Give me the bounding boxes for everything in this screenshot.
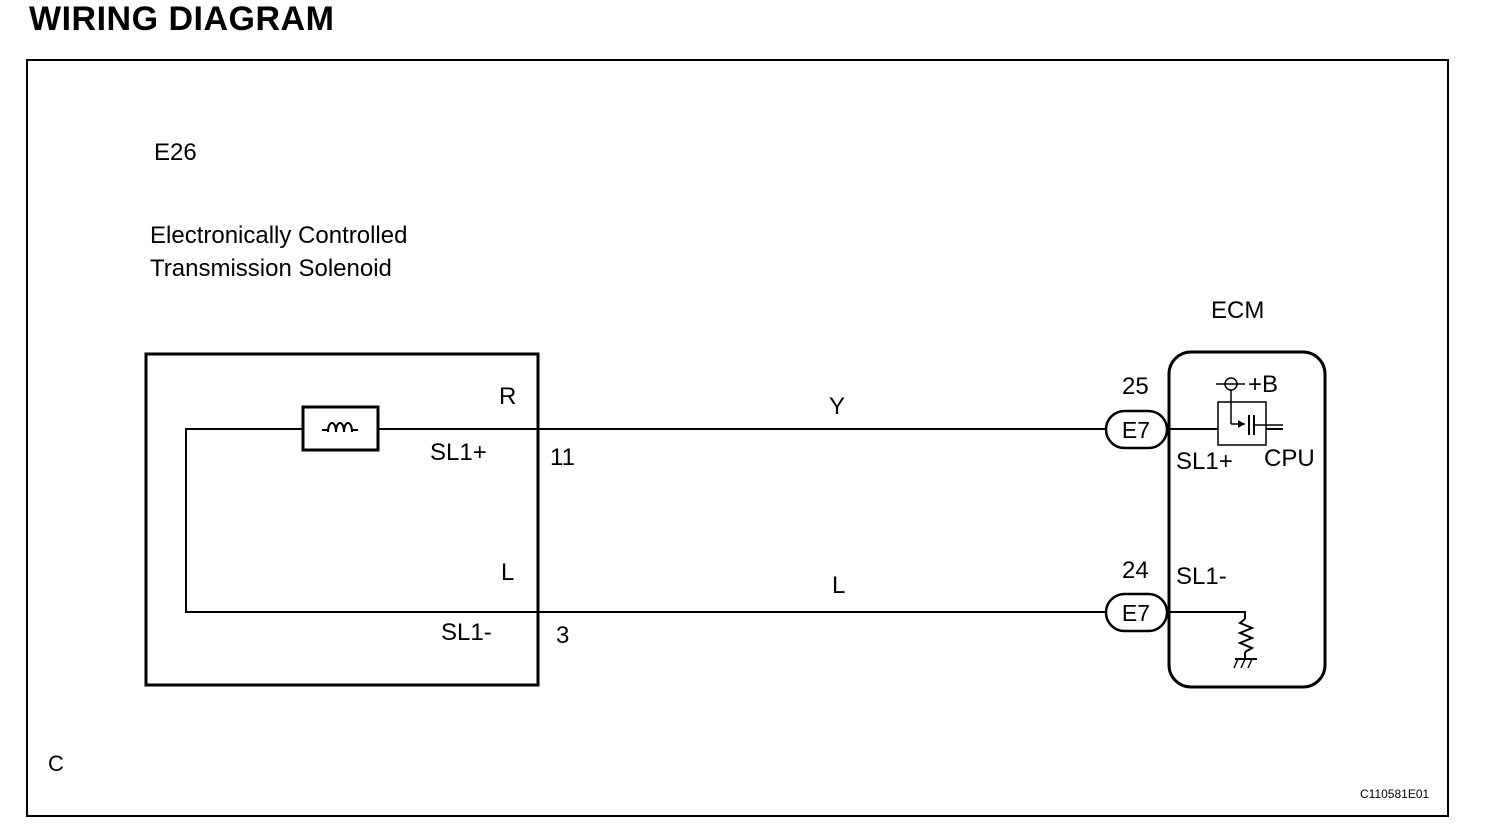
pin-bottom-number: 3 [556, 622, 569, 649]
corner-letter: C [48, 751, 64, 776]
pin-bottom-wire-color: L [501, 559, 514, 586]
ecm-bottom-pin-number: 24 [1122, 557, 1149, 584]
pin-top-wire-color: R [499, 383, 516, 410]
ecm-box [1167, 350, 1327, 689]
ecm-label: ECM [1211, 297, 1264, 324]
wire-top-color: Y [829, 393, 845, 420]
cpu-label: CPU [1264, 445, 1315, 472]
ecm-top-pin-number: 25 [1122, 373, 1149, 400]
solenoid-box [144, 352, 540, 687]
wire-bottom-color: L [832, 572, 845, 599]
supply-terminal-icon [1216, 377, 1245, 402]
component-name-line1: Electronically Controlled [150, 222, 407, 249]
ecm-bottom-terminal: SL1- [1176, 563, 1227, 590]
supply-label: +B [1248, 371, 1278, 398]
connector-top-label: E7 [1122, 417, 1150, 443]
ecm-top-terminal: SL1+ [1176, 448, 1233, 475]
pin-top-name: SL1+ [430, 439, 487, 466]
connector-bottom-label: E7 [1122, 600, 1150, 626]
pin-bottom-name: SL1- [441, 619, 492, 646]
solenoid-internal-wire [185, 428, 538, 613]
coil-icon [301, 405, 380, 452]
component-name-line2: Transmission Solenoid [150, 255, 392, 282]
diagram-frame [26, 59, 1449, 817]
page-title: WIRING DIAGRAM [29, 0, 335, 38]
component-code: E26 [154, 139, 197, 166]
figure-code: C110581E01 [1360, 787, 1429, 801]
pin-top-number: 11 [550, 444, 575, 471]
ground-resistor-icon [1167, 611, 1257, 669]
transistor-icon [1217, 401, 1283, 446]
